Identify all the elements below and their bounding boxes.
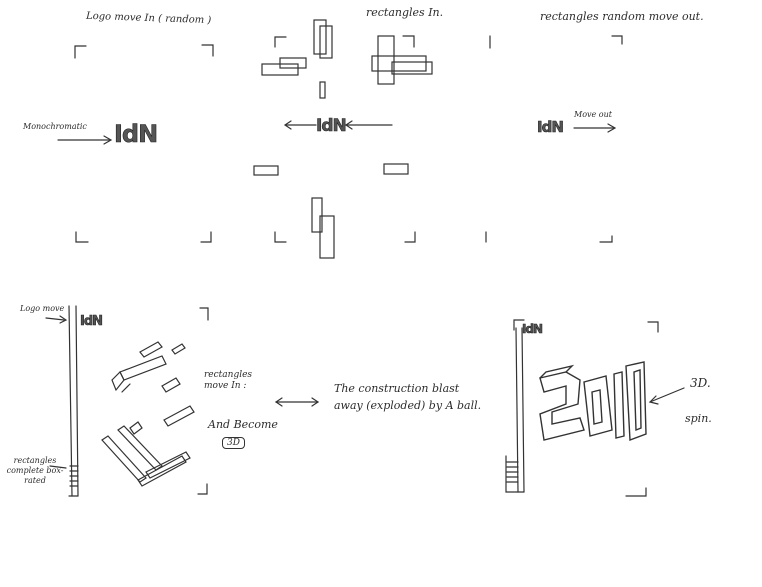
idn-logo-frame-4: IdN [80,314,102,329]
monochromatic-note: Monochromatic [23,122,87,131]
rect-in-note: rectangles In. [366,6,443,19]
spin-note: spin. [685,412,712,425]
frame-4-rectangles [102,342,194,486]
and-become-note: And Become [208,418,278,431]
idn-logo-frame-6: IdN [522,322,542,336]
rect-move-in-note: rectangles move In : [204,370,266,393]
three-d-badge: 3D [222,437,245,449]
idn-logo-frame-3: IdN [537,118,563,136]
move-out-note: Move out [574,110,612,119]
three-d-note: 3D. [690,376,711,390]
idn-logo-frame-1: IdN [114,120,157,148]
frame-3-corners [486,36,622,242]
year-2014-label: 2014 [540,368,685,436]
construction-note: The construction blast away (exploded) b… [334,380,484,414]
rect-random-out-note: rectangles random move out. [540,10,704,23]
rect-complete-note: rectangles complete box-rated [4,456,66,486]
idn-logo-frame-2: IdN [316,116,346,136]
frame-2-rectangles [254,20,432,258]
logo-move-bottom-note: Logo move [20,304,64,313]
middle-double-arrow [276,398,318,406]
